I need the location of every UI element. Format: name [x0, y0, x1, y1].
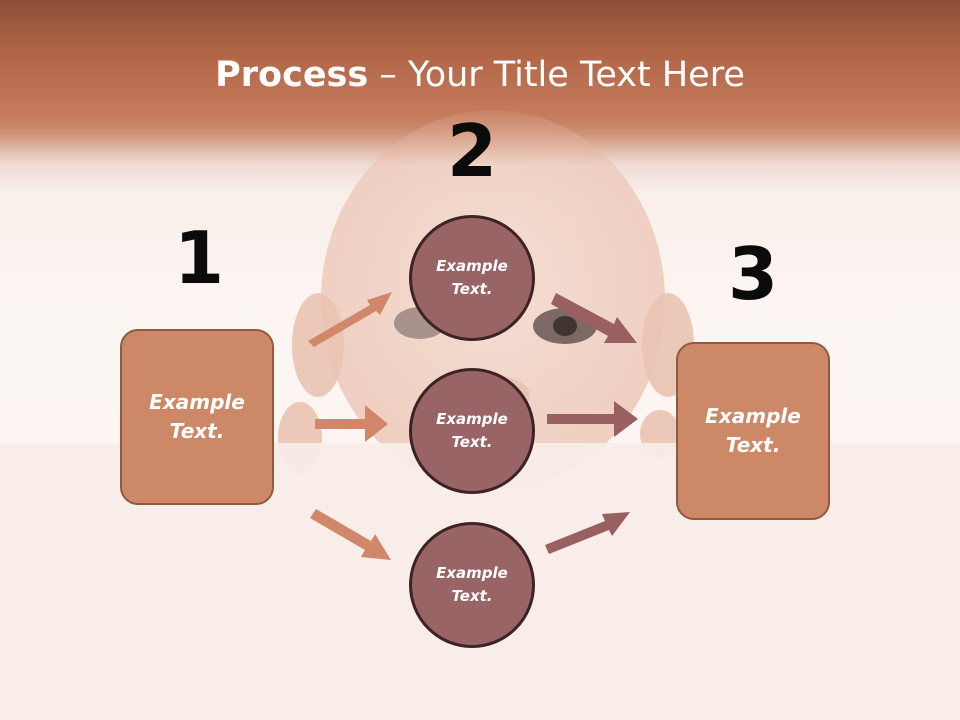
- step-number-3: 3: [727, 232, 779, 316]
- step-number-1: 1: [173, 216, 225, 300]
- arrow-1-to-top: [308, 292, 392, 347]
- arrow-middle-to-3: [547, 401, 638, 437]
- arrow-1-to-middle: [315, 405, 388, 442]
- arrow-bottom-to-3: [545, 512, 630, 554]
- title-bold: Process: [215, 55, 369, 95]
- step-2-circle-middle[interactable]: Example Text.: [409, 368, 535, 494]
- circle-middle-text: Example Text.: [436, 410, 508, 451]
- arrow-top-to-3: [551, 293, 637, 343]
- circle-bottom-text: Example Text.: [436, 564, 508, 605]
- step-2-circle-top[interactable]: Example Text.: [409, 215, 535, 341]
- step-1-text: Example Text.: [149, 390, 245, 443]
- title-rest: – Your Title Text Here: [368, 55, 745, 95]
- slide-title: Process – Your Title Text Here: [0, 52, 960, 98]
- step-3-text: Example Text.: [705, 404, 801, 457]
- step-number-2: 2: [446, 109, 498, 193]
- step-3-box[interactable]: Example Text.: [676, 342, 830, 520]
- step-1-box[interactable]: Example Text.: [120, 329, 274, 505]
- step-2-circle-bottom[interactable]: Example Text.: [409, 522, 535, 648]
- arrow-1-to-bottom: [310, 509, 391, 560]
- circle-top-text: Example Text.: [436, 257, 508, 298]
